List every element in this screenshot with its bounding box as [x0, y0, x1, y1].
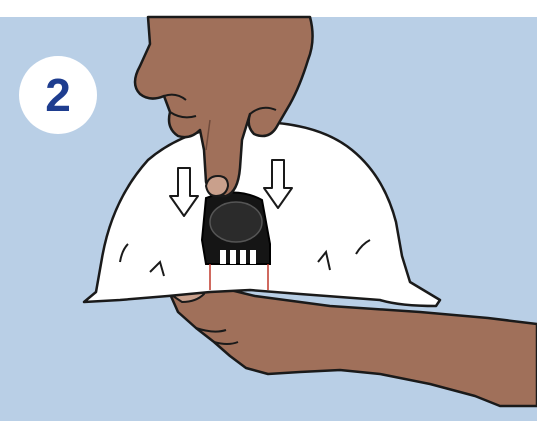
- step-number-badge: 2: [19, 56, 97, 134]
- step-number: 2: [45, 72, 71, 118]
